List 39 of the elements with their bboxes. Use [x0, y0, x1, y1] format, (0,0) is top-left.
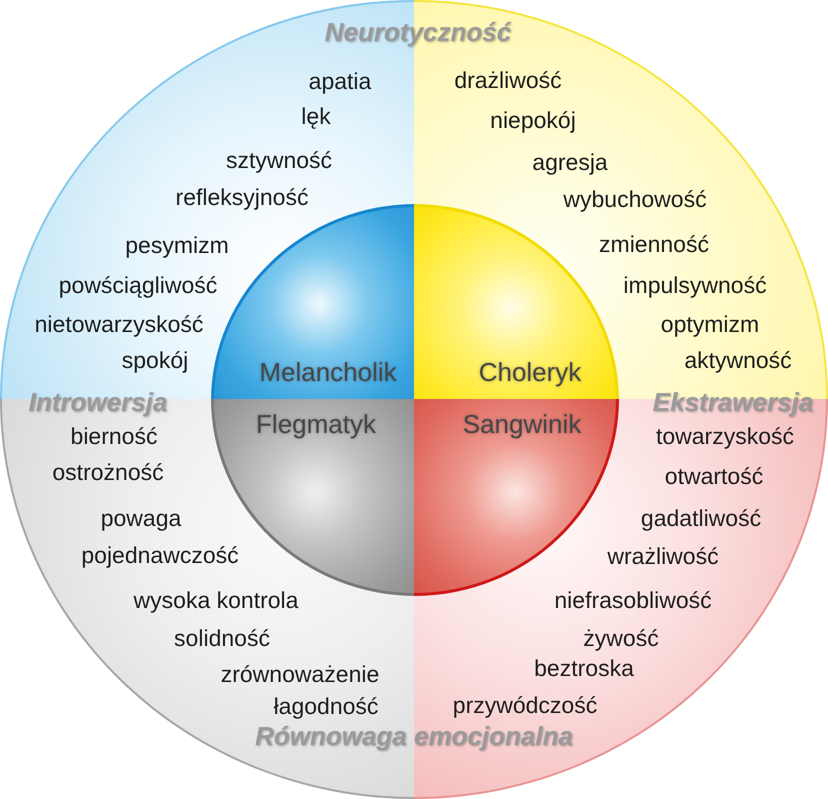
trait-label: agresja — [532, 148, 608, 176]
trait-label: powaga — [100, 504, 182, 532]
trait-label: ostrożność — [52, 458, 164, 486]
trait-label: niepokój — [490, 106, 576, 134]
trait-label: zrównoważenie — [220, 660, 380, 688]
temperament-name: Melancholik — [259, 358, 397, 388]
trait-label: powściągliwość — [58, 272, 218, 298]
trait-label: lęk — [301, 102, 331, 130]
trait-label: niefrasobliwość — [554, 586, 712, 614]
temperament-name: Flegmatyk — [256, 410, 376, 440]
trait-label: bierność — [70, 422, 158, 450]
trait-label: spokój — [122, 346, 188, 374]
trait-label: beztroska — [534, 654, 634, 682]
temperament-name: Sangwinik — [462, 410, 582, 440]
trait-label: wybuchowość — [563, 186, 707, 212]
axis-label: Równowaga emocjonalna — [255, 722, 573, 752]
trait-label: sztywność — [226, 146, 332, 174]
trait-label: impulsywność — [623, 272, 767, 298]
temperament-name: Choleryk — [478, 358, 582, 388]
trait-label: gadatliwość — [640, 504, 762, 532]
trait-label: pesymizm — [125, 232, 229, 258]
trait-label: wrażliwość — [607, 542, 719, 570]
axis-label: Ekstrawersja — [652, 388, 814, 418]
trait-label: refleksyjność — [176, 184, 308, 210]
axis-label: Introwersja — [28, 388, 168, 418]
trait-label: towarzyskość — [656, 422, 794, 450]
trait-label: pojednawczość — [81, 542, 239, 568]
trait-label: solidność — [174, 624, 270, 652]
trait-label: apatia — [308, 68, 372, 94]
trait-label: zmienność — [599, 230, 709, 258]
trait-label: nietowarzyskość — [34, 310, 204, 338]
trait-label: drażliwość — [454, 66, 562, 94]
trait-label: aktywność — [684, 346, 792, 374]
trait-label: optymizm — [660, 310, 760, 338]
trait-label: żywość — [583, 624, 659, 652]
trait-label: otwartość — [664, 462, 764, 490]
trait-label: wysoka kontrola — [134, 586, 298, 614]
trait-label: łagodność — [274, 692, 378, 720]
trait-label: przywódczość — [452, 692, 598, 718]
